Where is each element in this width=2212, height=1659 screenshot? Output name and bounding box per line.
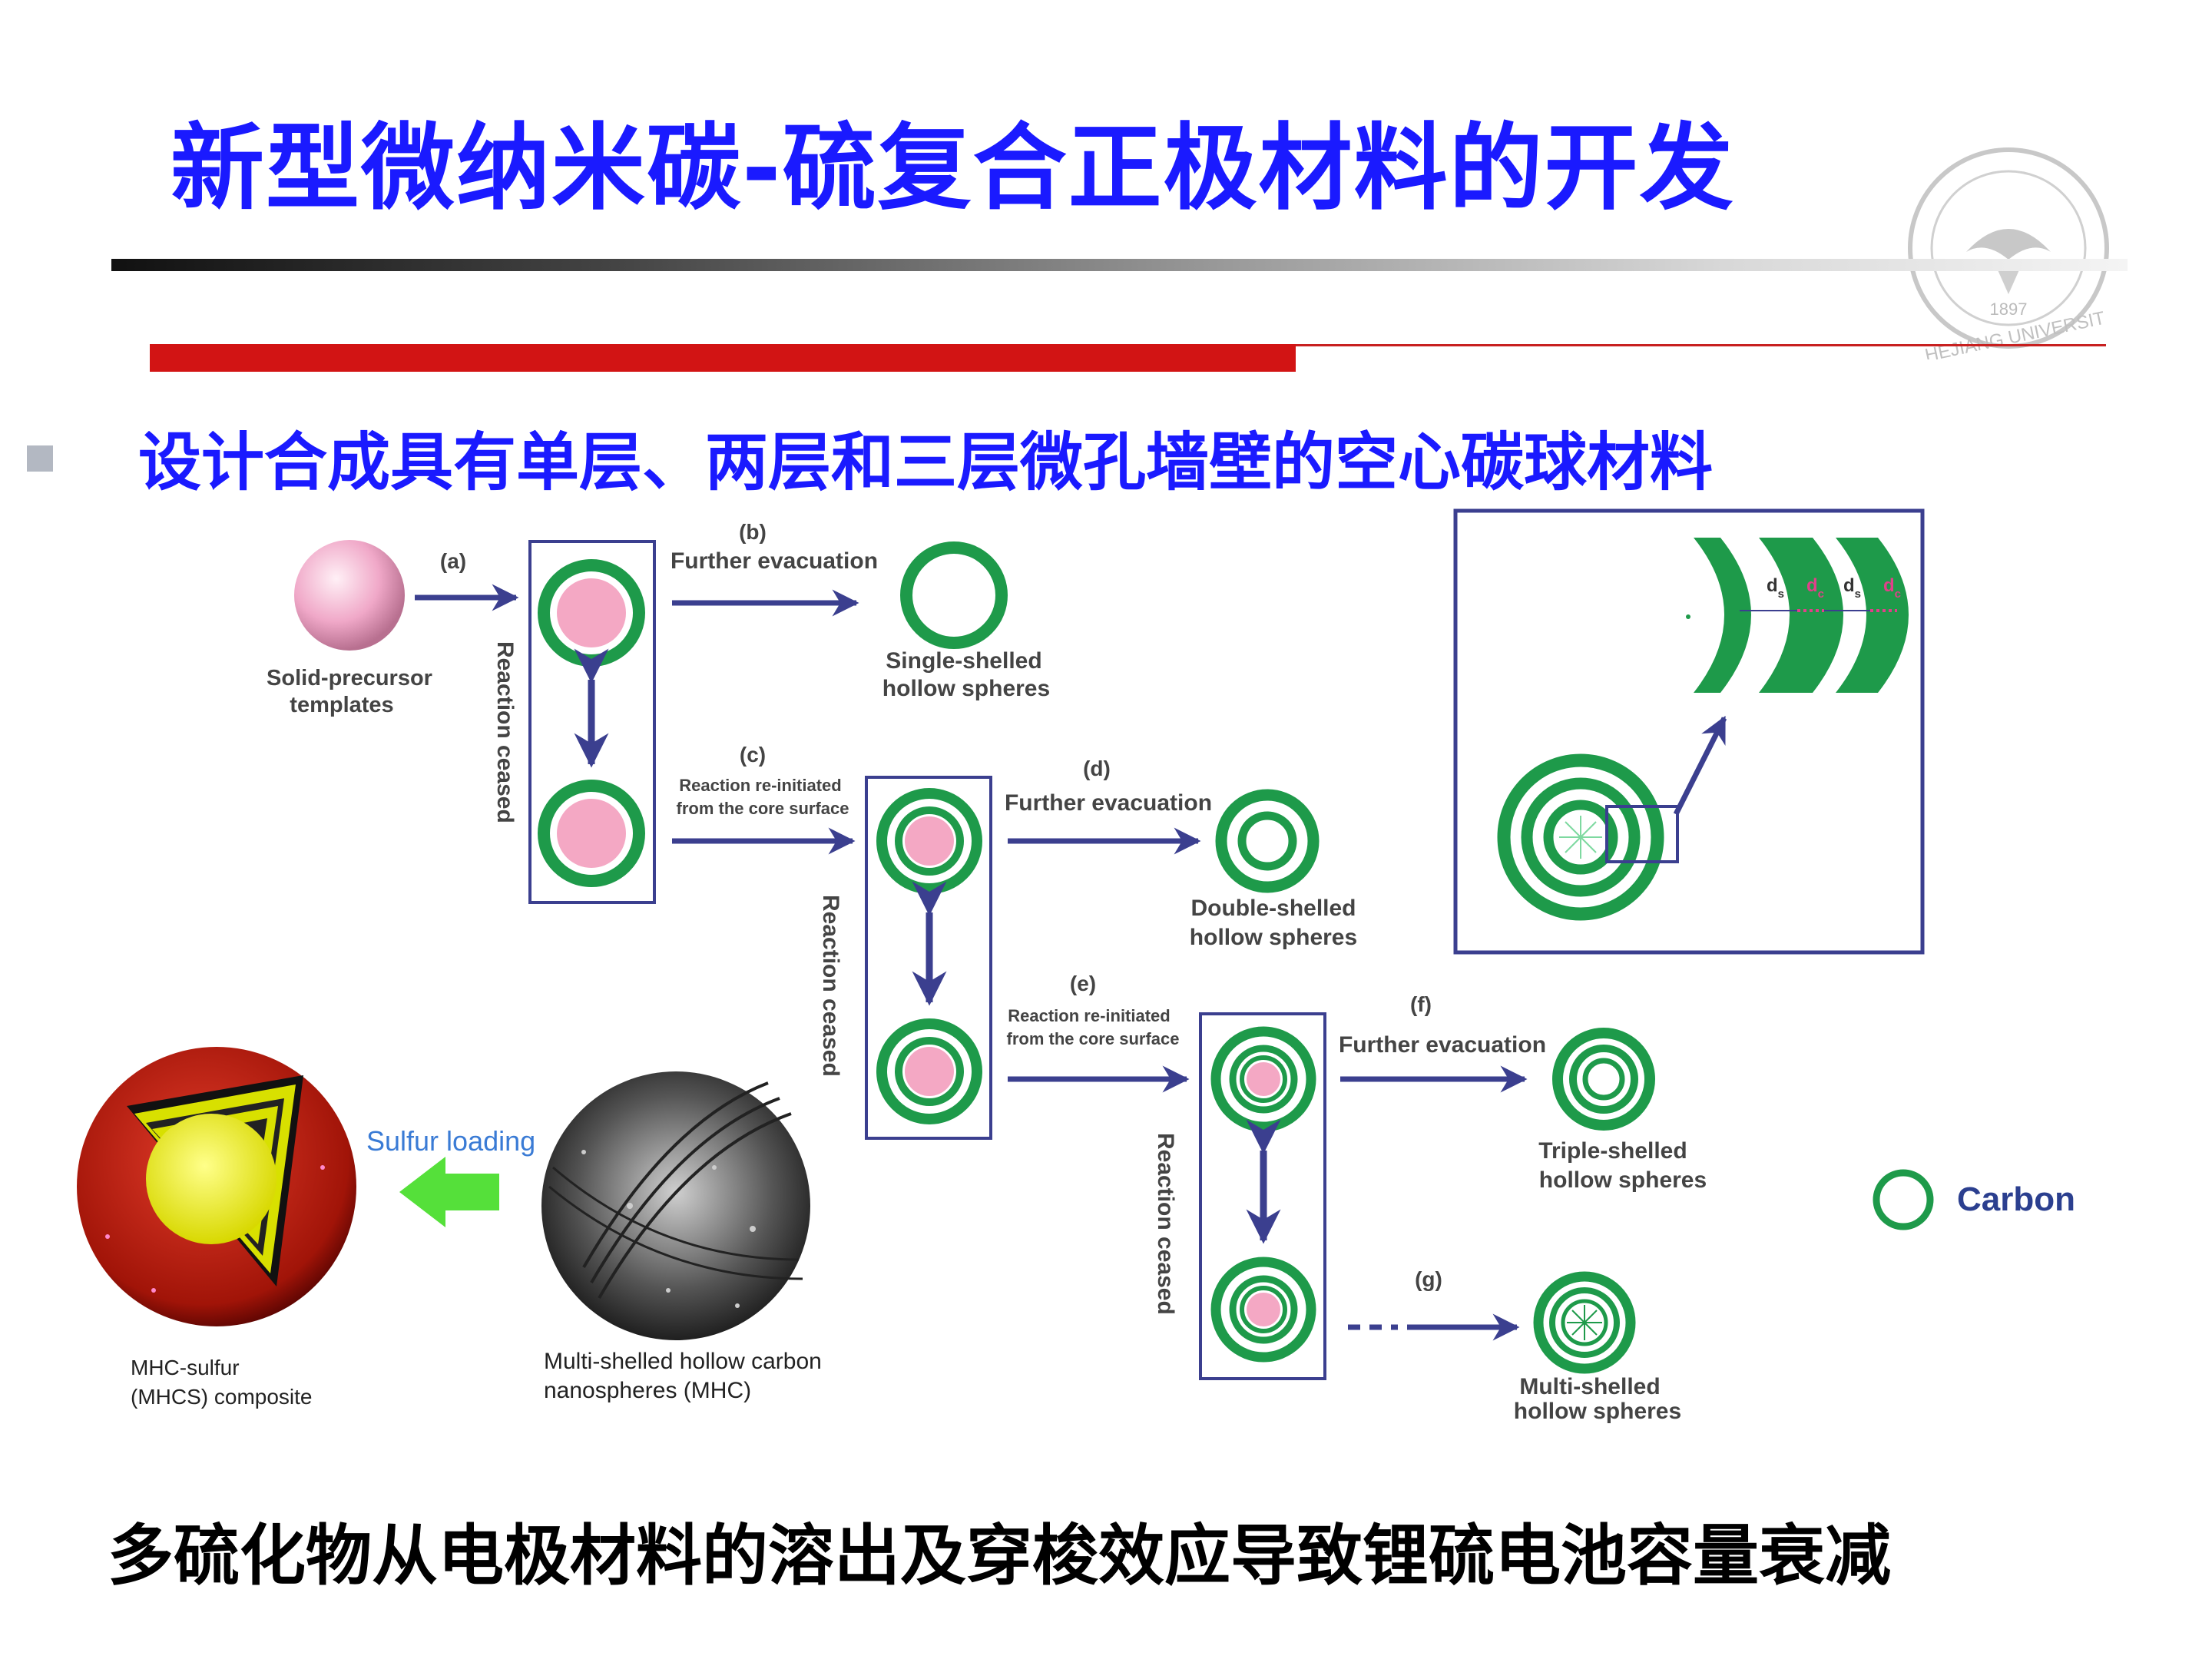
template-core (557, 799, 626, 868)
template-core (557, 578, 626, 647)
carbon-shell (538, 780, 645, 887)
step-e-label: (e) (1070, 972, 1096, 995)
template-core (1247, 1062, 1280, 1096)
multi-shelled-sphere (1533, 1271, 1636, 1374)
label-solid-precursor-1: Solid-precursor (267, 666, 432, 690)
center-dot (1686, 614, 1690, 619)
title-underline-gradient (111, 259, 2128, 271)
template-core (905, 816, 954, 866)
triple-shelled-sphere-mid (1569, 1045, 1638, 1114)
solid-precursor-sphere (294, 540, 405, 651)
further-evacuation-f: Further evacuation (1339, 1032, 1546, 1058)
label-single-2: hollow spheres (882, 676, 1050, 701)
reaction-ceased-3: Reaction ceased (1153, 1133, 1178, 1315)
reaction-ceased-2: Reaction ceased (818, 895, 843, 1077)
reinitiated-c-1: Reaction re-initiated (679, 776, 841, 795)
zoomed-shell-2 (1759, 538, 1843, 693)
red-divider-line (1296, 344, 2106, 346)
step-b-label: (b) (739, 520, 767, 544)
carbon-shell (1240, 1286, 1287, 1333)
step-a-label: (a) (440, 549, 466, 573)
seal-year: 1897 (1990, 300, 2028, 319)
further-evacuation-b: Further evacuation (671, 548, 878, 574)
step-f-label: (f) (1410, 992, 1432, 1016)
reaction-box-2 (865, 776, 992, 1140)
multi-shelled-core-lines (1567, 1305, 1602, 1340)
carbon-shell (1210, 1257, 1316, 1363)
label-multi-1: Multi-shelled (1519, 1374, 1660, 1399)
label-double-1: Double-shelled (1190, 896, 1356, 921)
reaction-box-3 (1199, 1012, 1326, 1380)
university-seal-logo: 1897 HEJIANG UNIVERSIT (1908, 147, 2109, 359)
zoomed-shell-1 (1694, 538, 1751, 693)
hollow-sphere-synthesis-diagram: Solid-precursor templates (a) Reaction c… (77, 508, 2075, 1424)
step-g-label: (g) (1415, 1267, 1442, 1291)
step-d-label: (d) (1083, 757, 1111, 780)
double-shelled-sphere (1215, 789, 1320, 893)
inset-zoom-arrow (1673, 715, 1727, 816)
label-triple-1: Triple-shelled (1538, 1138, 1687, 1164)
inset-ds-label-2: ds (1843, 575, 1861, 601)
label-single-1: Single-shelled (886, 648, 1041, 674)
inset-dc-label: dc (1806, 575, 1824, 601)
single-shelled-sphere (900, 541, 1008, 649)
carbon-shell (895, 1037, 964, 1106)
reaction-box-1 (528, 540, 656, 904)
reinitiated-e-1: Reaction re-initiated (1008, 1006, 1170, 1025)
carbon-shell (1240, 1055, 1287, 1103)
sulfur-loading-label: Sulfur loading (366, 1125, 535, 1157)
inset-selection-box (1605, 805, 1679, 863)
carbon-shell (876, 1018, 982, 1124)
label-double-2: hollow spheres (1190, 925, 1357, 950)
inset-concentric-shells (1497, 753, 1664, 921)
mhcs-sphere (77, 1047, 356, 1326)
further-evacuation-d: Further evacuation (1005, 790, 1212, 816)
reaction-ceased-1: Reaction ceased (492, 641, 518, 823)
carbon-legend-label: Carbon (1957, 1181, 2075, 1218)
double-shelled-sphere-inner (1237, 811, 1297, 871)
inset-dc-label-2: dc (1883, 575, 1901, 601)
multi-shelled-sphere-ring (1561, 1299, 1608, 1346)
carbon-shell (1229, 1275, 1298, 1344)
subtitle-bullet-text: 设计合成具有单层、两层和三层微孔墙壁的空心碳球材料 (138, 426, 1714, 499)
label-mhc-1: Multi-shelled hollow carbon (544, 1349, 822, 1374)
inset-ds-label: ds (1767, 575, 1784, 601)
sulfur-loading-arrow (399, 1157, 499, 1227)
triple-shelled-sphere-inner (1582, 1058, 1625, 1101)
step-c-label: (c) (740, 743, 766, 767)
inset-zoom-box (1453, 508, 1925, 955)
label-mhcs-2: (MHCS) composite (131, 1385, 312, 1409)
zoomed-shell-3 (1836, 538, 1909, 693)
template-core (1247, 1293, 1280, 1326)
template-core (905, 1047, 954, 1096)
reinitiated-c-2: from the core surface (677, 799, 849, 818)
multi-shelled-sphere-ring (1549, 1287, 1620, 1358)
mhc-sphere (541, 1071, 810, 1340)
carbon-legend-icon (1873, 1169, 1934, 1230)
label-mhc-2: nanospheres (MHC) (544, 1378, 751, 1403)
label-multi-2: hollow spheres (1514, 1399, 1681, 1424)
carbon-shell (895, 806, 964, 876)
triple-shelled-sphere (1552, 1028, 1655, 1131)
bullet-square-icon (27, 445, 53, 472)
slide-title: 新型微纳米碳-硫复合正极材料的开发 (171, 114, 1735, 223)
carbon-shell (1229, 1045, 1298, 1114)
reinitiated-e-2: from the core surface (1007, 1029, 1180, 1048)
red-divider-bar (150, 344, 1296, 372)
label-triple-2: hollow spheres (1539, 1167, 1707, 1193)
footer-conclusion-text: 多硫化物从电极材料的溶出及穿梭效应导致锂硫电池容量衰减 (108, 1518, 1891, 1594)
label-solid-precursor-2: templates (290, 693, 393, 717)
label-mhcs-1: MHC-sulfur (131, 1356, 240, 1379)
